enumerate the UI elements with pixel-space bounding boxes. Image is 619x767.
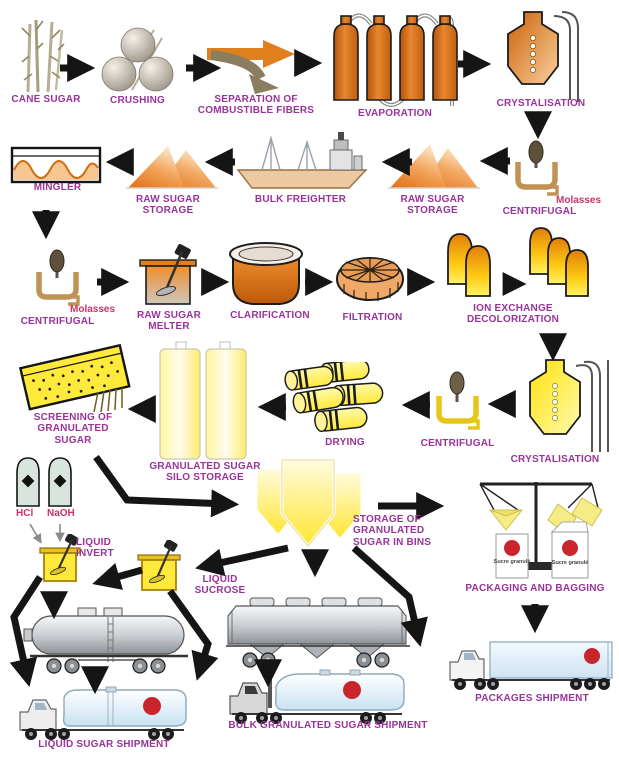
bulk-sugar-truck-icon (229, 669, 405, 724)
raw-sugar-melter-icon (139, 244, 197, 305)
label-clarification: CLARIFICATION (230, 310, 310, 321)
ion-exchange-icon-a (447, 233, 491, 297)
label-raw-sugar-storage-left: RAW SUGAR STORAGE (135, 194, 201, 217)
filtration-icon (336, 257, 404, 301)
label-drying: DRYING (325, 437, 365, 448)
crystallisation-icon-1 (507, 11, 579, 102)
evaporation-icon (333, 13, 458, 107)
silo-storage-icon (159, 341, 247, 460)
naoh-container-icon (48, 457, 72, 507)
label-hcl: HCl (16, 508, 34, 519)
label-centrifugal-2: CENTRIFUGAL (20, 316, 95, 327)
label-mingler: MINGLER (33, 182, 82, 193)
label-packaging: PACKAGING AND BAGGING (465, 583, 605, 594)
rail-tank-car-icon (23, 607, 188, 674)
label-evaporation: EVAPORATION (357, 108, 433, 119)
bulk-freighter-icon (236, 132, 368, 189)
drying-icon (284, 362, 384, 432)
label-bulk-shipment: BULK GRANULATED SUGAR SHIPMENT (228, 720, 428, 731)
label-crystallisation-2: CRYSTALISATION (510, 454, 600, 465)
label-molasses-1: Molasses (556, 195, 602, 206)
label-raw-sugar-melter: RAW SUGAR MELTER (136, 310, 202, 333)
clarification-icon (229, 242, 303, 305)
label-bins: STORAGE OF GRANULATED SUGAR IN BINS (353, 514, 432, 548)
label-packages-shipment: PACKAGES SHIPMENT (475, 693, 589, 704)
packages-truck-icon (449, 641, 613, 690)
liquid-sucrose-melter-icon (137, 540, 181, 591)
label-centrifugal-1: CENTRIFUGAL (502, 206, 577, 217)
label-crystallisation-1: CRYSTALISATION (496, 98, 586, 109)
cane-sugar-icon (21, 19, 65, 93)
packaging-icon: Sucre granulé Sucre granulé (479, 482, 603, 579)
hcl-container-icon (16, 457, 40, 507)
label-separation: SEPARATION OF COMBUSTIBLE FIBERS (197, 94, 315, 117)
label-ion-exchange: ION EXCHANGE DECOLORIZATION (466, 303, 560, 326)
label-cane-sugar: CANE SUGAR (11, 94, 81, 105)
label-liquid-shipment: LIQUID SUGAR SHIPMENT (38, 739, 170, 750)
bag-text-1: Sucre granulé (494, 559, 531, 565)
label-liquid-sucrose: LIQUID SUCROSE (194, 574, 246, 597)
mingler-icon (10, 146, 102, 184)
raw-sugar-storage-icon-right (388, 144, 480, 189)
label-raw-sugar-storage-right: RAW SUGAR STORAGE (400, 194, 465, 217)
liquid-invert-melter-icon (39, 534, 81, 582)
crystallisation-icon-2 (529, 359, 609, 452)
fiber-arrow-right (207, 40, 295, 68)
label-screening: SCREENING OF GRANULATED SUGAR (33, 412, 113, 446)
separation-icon (207, 40, 295, 94)
bins-icon (254, 458, 364, 549)
raw-sugar-storage-icon-left (126, 146, 218, 189)
liquid-sugar-truck-icon (19, 686, 187, 740)
bag-text-2: Sucre granulé (552, 560, 589, 566)
centrifugal-icon-3 (436, 371, 480, 430)
centrifugal-icon-2 (36, 249, 80, 306)
label-crushing: CRUSHING (110, 95, 165, 106)
label-liquid-invert: LIQUID INVERT (76, 537, 114, 560)
label-naoh: NaOH (47, 508, 75, 519)
label-molasses-2: Molasses (70, 304, 116, 315)
screening-icon (18, 344, 131, 413)
rail-hopper-car-icon (226, 597, 410, 668)
ion-exchange-icon-b (529, 227, 589, 297)
label-filtration: FILTRATION (342, 312, 403, 323)
centrifugal-icon-1 (515, 140, 559, 196)
label-bulk-freighter: BULK FREIGHTER (254, 194, 347, 205)
crushing-icon (101, 27, 174, 92)
label-centrifugal-3: CENTRIFUGAL (420, 438, 495, 449)
label-silo-storage: GRANULATED SUGAR SILO STORAGE (149, 461, 261, 484)
